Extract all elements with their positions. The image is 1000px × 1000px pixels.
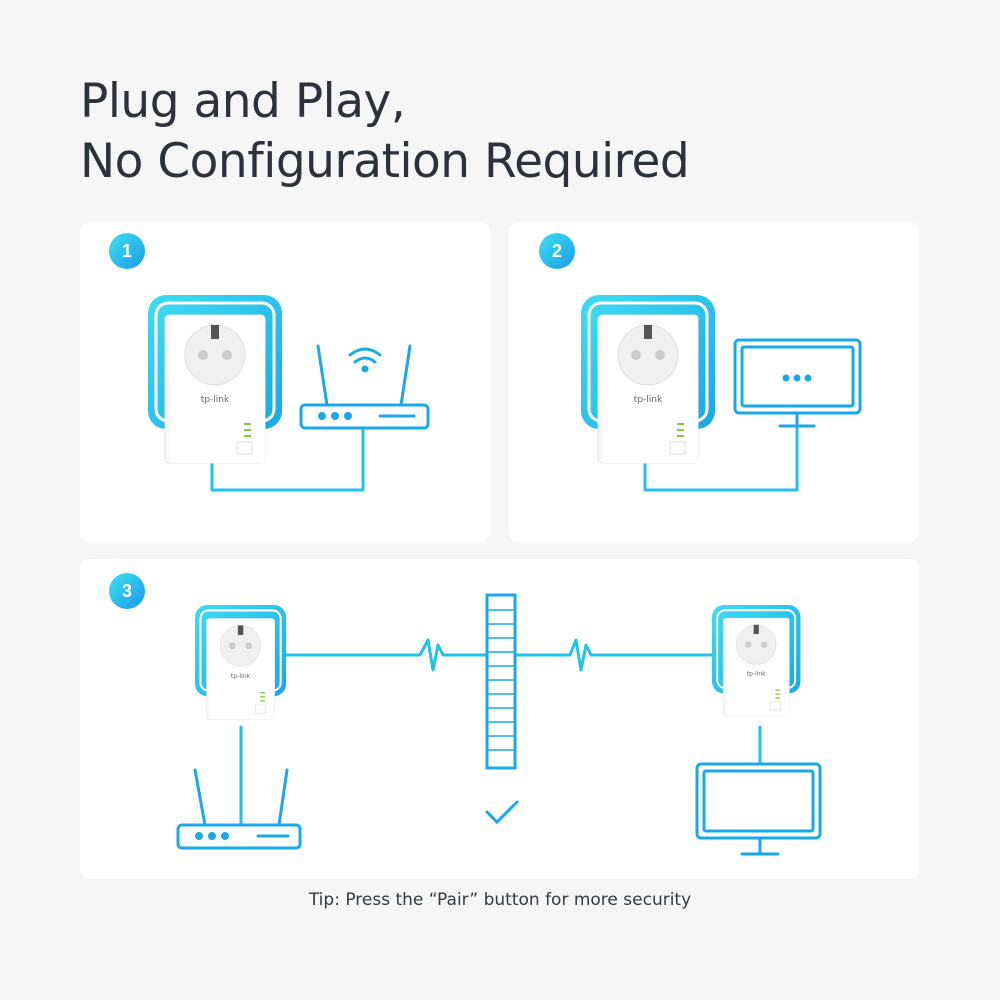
powerline-signal	[284, 638, 489, 672]
router-icon	[176, 768, 302, 850]
title-line-1: Plug and Play,	[80, 74, 406, 129]
step-1-badge: 1	[109, 233, 145, 269]
title-line-2: No Configuration Required	[80, 134, 690, 189]
powerline-signal	[513, 638, 714, 672]
router-icon	[299, 344, 430, 430]
powerline-adapter	[711, 604, 802, 717]
step-2-badge: 2	[539, 233, 575, 269]
monitor-icon	[695, 762, 822, 856]
page-title: Plug and Play, No Configuration Required	[80, 72, 690, 192]
powerline-adapter	[579, 293, 717, 465]
ethernet-cable	[210, 426, 365, 492]
powerline-adapter	[193, 603, 288, 721]
monitor-icon	[733, 338, 862, 428]
tip-text: Tip: Press the “Pair” button for more se…	[308, 890, 692, 910]
step-3-badge: 3	[109, 573, 145, 609]
powerline-adapter	[146, 293, 284, 465]
ethernet-cable	[643, 426, 799, 492]
check-icon	[485, 800, 519, 825]
wall-icon	[485, 593, 517, 770]
